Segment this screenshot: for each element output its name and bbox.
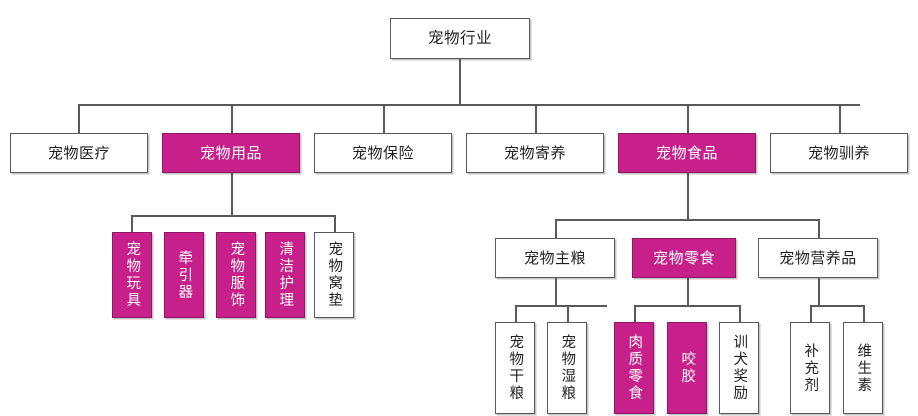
node-label: 维生素 [855, 342, 872, 394]
node-label: 宠物玩具 [124, 241, 141, 309]
connector-bus-pet-food [555, 219, 818, 221]
node-label: 训犬奖励 [731, 334, 748, 402]
node-label: 宠物医疗 [47, 143, 110, 162]
node-label: 宠物零食 [652, 248, 715, 267]
node-label: 宠物主粮 [523, 248, 586, 267]
connector-stem-nutrition-group [818, 278, 820, 306]
connector-drop-l3-1 [131, 215, 133, 232]
node-leash[interactable]: 牵引器 [164, 232, 204, 318]
node-label: 宠物保险 [351, 143, 414, 162]
connector-drop-l4-2 [567, 305, 569, 322]
node-dog-training-treats[interactable]: 训犬奖励 [719, 322, 759, 414]
node-meat-snacks[interactable]: 肉质零食 [614, 322, 654, 414]
node-label: 肉质零食 [626, 334, 643, 402]
connector-drop-l4-5 [739, 305, 741, 322]
node-pet-apparel[interactable]: 宠物服饰 [216, 232, 256, 318]
node-wet-food[interactable]: 宠物湿粮 [547, 322, 587, 414]
connector-drop-l2-4 [535, 104, 537, 133]
node-label: 宠物营养品 [779, 248, 857, 267]
connector-drop-l3-5 [334, 215, 336, 232]
connector-bus-snacks [634, 305, 739, 307]
node-pet-training[interactable]: 宠物驯养 [770, 133, 908, 173]
node-pet-bedding[interactable]: 宠物窝垫 [314, 232, 354, 318]
connector-stem-dry-food-group [555, 278, 557, 306]
node-label: 补充剂 [802, 342, 819, 394]
node-pet-supplies[interactable]: 宠物用品 [162, 133, 300, 173]
node-root-pet-industry[interactable]: 宠物行业 [390, 18, 530, 59]
connector-drop-l2-6 [839, 104, 841, 133]
node-supplements[interactable]: 补充剂 [790, 322, 830, 414]
connector-drop-l4-6 [810, 305, 812, 322]
node-label: 宠物行业 [427, 28, 492, 47]
connector-drop-l3-8 [818, 219, 820, 238]
node-pet-nutrition[interactable]: 宠物营养品 [758, 238, 878, 278]
node-pet-medical[interactable]: 宠物医疗 [10, 133, 148, 173]
node-chew-gum[interactable]: 咬胶 [667, 322, 707, 414]
node-label: 清洁护理 [277, 241, 294, 309]
node-dry-food[interactable]: 宠物干粮 [495, 322, 535, 414]
connector-drop-l4-1 [515, 305, 517, 322]
connector-stem-snacks-group [687, 278, 689, 306]
node-pet-food[interactable]: 宠物食品 [618, 133, 756, 173]
node-label: 宠物驯养 [807, 143, 870, 162]
node-label: 宠物窝垫 [326, 241, 343, 309]
node-label: 宠物寄养 [503, 143, 566, 162]
node-vitamins[interactable]: 维生素 [843, 322, 883, 414]
connector-drop-l4-3 [634, 305, 636, 322]
connector-drop-l4-7 [863, 305, 865, 322]
connector-drop-l2-5 [687, 104, 689, 133]
node-pet-insurance[interactable]: 宠物保险 [314, 133, 452, 173]
node-label: 牵引器 [176, 249, 193, 301]
connector-level2-bus [78, 104, 860, 106]
connector-drop-l2-1 [78, 104, 80, 133]
node-label: 宠物服饰 [228, 241, 245, 309]
node-pet-snacks[interactable]: 宠物零食 [632, 238, 736, 278]
node-pet-toys[interactable]: 宠物玩具 [112, 232, 152, 318]
connector-bus-nutrition [810, 305, 863, 307]
node-cleaning-care[interactable]: 清洁护理 [265, 232, 305, 318]
connector-stem-pet-food [687, 173, 689, 220]
node-pet-boarding[interactable]: 宠物寄养 [466, 133, 604, 173]
connector-root-stem [459, 59, 461, 105]
node-label: 宠物食品 [655, 143, 718, 162]
connector-bus-pet-supplies [131, 215, 334, 217]
node-label: 宠物干粮 [507, 334, 524, 402]
node-label: 宠物用品 [199, 143, 262, 162]
connector-drop-l2-2 [231, 104, 233, 133]
connector-drop-l2-3 [383, 104, 385, 133]
connector-drop-l3-6 [555, 219, 557, 238]
connector-bus-staple-food [515, 305, 607, 307]
node-label: 宠物湿粮 [559, 334, 576, 402]
node-staple-food[interactable]: 宠物主粮 [495, 238, 615, 278]
connector-stem-pet-supplies [231, 173, 233, 216]
node-label: 咬胶 [679, 351, 696, 385]
